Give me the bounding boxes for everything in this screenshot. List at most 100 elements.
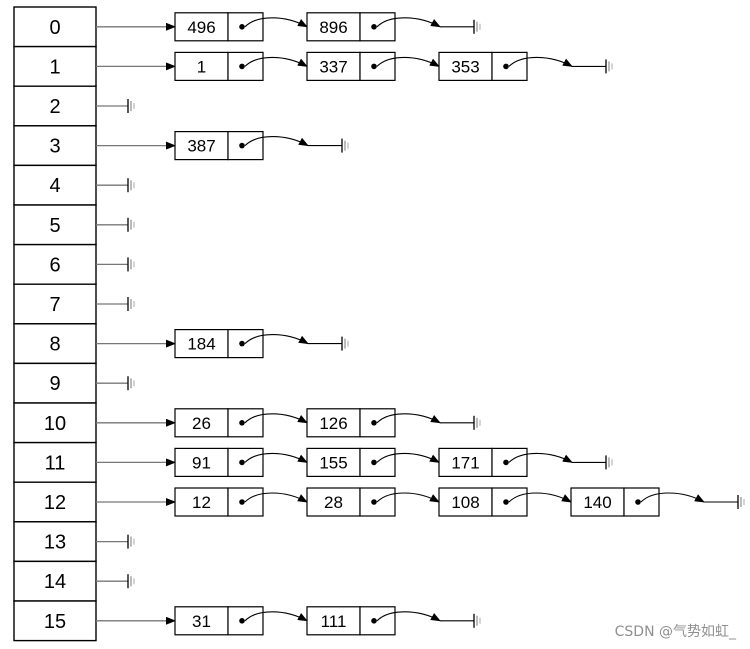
pointer-dot [371,24,377,30]
node-value-box [306,487,361,517]
bucket-cell-15: 15 [13,600,97,642]
pointer-dot [239,459,245,466]
node-value-label: 1 [197,57,206,76]
pointer-dot [239,63,245,70]
bucket-cell-box [13,204,97,246]
null-terminator-icon [127,574,135,589]
list-node-126: 126 [306,408,441,438]
bucket-cell-11: 11 [13,441,97,483]
bucket-cell-9: 9 [13,362,97,404]
bucket-index-label: 6 [49,254,60,276]
pointer-dot [635,499,641,505]
tail-pointer-arrow [376,611,441,622]
bucket-index-label: 7 [49,294,60,316]
list-node-28: 28 [306,487,440,517]
chain-row-4 [96,178,135,193]
node-value-label: 353 [451,57,479,76]
chain-row-5 [96,217,135,232]
node-value-label: 171 [451,453,479,472]
bucket-cell-box [13,283,97,325]
pointer-dot [371,459,377,466]
chain-row-14 [96,574,135,589]
chain-row-0: 496 896 [96,12,481,42]
bucket-index-label: 12 [44,492,66,514]
list-node-184: 184 [174,329,309,359]
list-node-896: 896 [306,12,441,42]
node-value-label: 91 [192,453,211,472]
node-value-box [306,606,361,636]
bucket-index-label: 4 [49,175,60,197]
chain-row-13 [96,534,135,549]
null-terminator-icon [127,257,135,272]
pointer-dot [239,499,245,505]
node-value-label: 26 [192,414,211,433]
chain-row-7 [96,297,135,311]
node-value-label: 111 [321,612,347,631]
node-value-box [174,447,229,477]
chain-row-8: 184 [96,329,349,359]
node-value-box [174,131,229,161]
pointer-dot [503,459,509,466]
pointer-dot [371,618,377,624]
list-node-353: 353 [438,51,573,82]
bucket-cell-12: 12 [13,481,97,523]
node-value-label: 12 [192,493,211,512]
bucket-cell-box [13,362,97,404]
list-node-496: 496 [174,12,308,42]
node-value-label: 496 [187,18,215,37]
bucket-cell-box [13,521,97,563]
bucket-index-label: 8 [49,334,60,356]
null-terminator-icon [473,613,481,628]
next-pointer-arrow [376,492,440,503]
pointer-dot [239,142,245,149]
list-node-26: 26 [174,408,308,438]
bucket-cell-box [13,6,97,48]
bucket-index-label: 2 [49,96,60,118]
pointer-dot [239,24,245,30]
node-value-box [306,51,361,82]
bucket-index-label: 0 [49,17,60,39]
next-pointer-arrow [376,56,440,67]
bucket-index-label: 1 [49,56,60,78]
pointer-dot [371,499,377,505]
next-pointer-arrow [244,492,308,503]
bucket-cell-box [13,45,97,87]
node-value-box [174,606,229,636]
node-value-label: 108 [451,493,479,512]
bucket-cell-8: 8 [13,323,97,365]
list-node-111: 111 [306,606,441,636]
pointer-dot [239,340,245,347]
tail-pointer-arrow [508,56,573,67]
pointer-dot [239,618,245,624]
list-node-108: 108 [438,487,572,517]
bucket-index-label: 15 [44,611,66,633]
tail-pointer-arrow [640,492,705,503]
bucket-cell-7: 7 [13,283,97,325]
tail-pointer-arrow [376,17,441,28]
tail-pointer-arrow [376,413,441,424]
node-value-box [174,12,229,42]
node-value-label: 337 [319,57,347,76]
next-pointer-arrow [244,17,308,28]
pointer-dot [239,420,245,426]
bucket-index-label: 5 [49,215,60,237]
bucket-cell-6: 6 [13,243,97,285]
list-node-171: 171 [438,447,573,477]
tail-pointer-arrow [508,452,573,463]
pointer-dot [503,499,509,505]
bucket-cell-1: 1 [13,45,97,87]
next-pointer-arrow [244,452,308,463]
bucket-cell-10: 10 [13,402,97,444]
chain-row-2 [96,99,135,113]
chain-row-9 [96,376,135,391]
list-node-387: 387 [174,131,309,161]
null-terminator-icon [127,376,135,391]
chain-row-1: 1 337 353 [96,51,613,82]
bucket-cell-box [13,600,97,642]
